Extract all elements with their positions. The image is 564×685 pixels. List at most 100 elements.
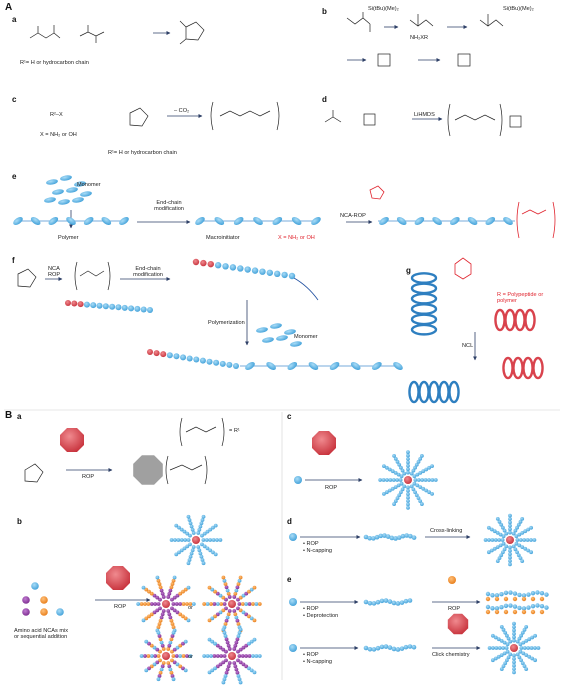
residue-dot	[174, 602, 179, 606]
monomer-bead	[74, 181, 86, 187]
residue-dot	[514, 541, 519, 546]
residue-dot	[406, 453, 410, 458]
residue-dot	[180, 354, 187, 361]
residue-dot	[144, 668, 149, 673]
residue-dot	[512, 667, 516, 671]
residue-dot	[404, 533, 410, 538]
residue-dot	[215, 612, 220, 617]
monomer-bead	[311, 217, 321, 225]
residue-dot	[238, 647, 243, 652]
residue-dot	[207, 585, 212, 590]
residue-dot	[128, 305, 135, 312]
residue-dot	[186, 538, 191, 542]
residue-dot	[399, 481, 404, 486]
residue-dot	[207, 670, 212, 675]
residue-dot	[153, 350, 160, 357]
pegylated-chain-c	[147, 349, 239, 369]
residue-dot	[140, 306, 147, 313]
residue-dot	[408, 533, 413, 539]
residue-dot	[241, 662, 246, 667]
residue-dot	[161, 647, 166, 651]
residue-dot	[185, 544, 190, 549]
nca-ring-red	[369, 185, 385, 200]
residue-dot	[427, 465, 432, 470]
residue-dot	[218, 645, 223, 650]
residue-dot	[427, 478, 431, 482]
residue-dot	[235, 585, 240, 590]
residue-dot	[158, 606, 162, 611]
residue-dot	[521, 640, 526, 645]
silyl-label-1: Si(tBu)(Me)₂	[368, 6, 399, 12]
step2-e: NCA-ROP	[340, 213, 366, 219]
residue-dot	[158, 585, 163, 590]
residue-dot	[379, 598, 385, 604]
monomer-bead	[396, 217, 407, 225]
residue-dot	[495, 559, 500, 564]
residue-dot	[31, 582, 39, 590]
residue-dot	[387, 645, 393, 650]
residue-dot	[527, 654, 532, 659]
residue-dot	[236, 674, 241, 678]
monomer-bead	[290, 341, 302, 347]
residue-dot	[391, 600, 397, 606]
residue-dot	[406, 505, 410, 510]
residue-dot	[241, 610, 246, 615]
r-def-g: R = Polypeptide or polymer	[497, 292, 544, 305]
residue-dot	[56, 608, 64, 616]
residue-dot	[149, 664, 154, 669]
residue-dot	[181, 641, 185, 646]
residue-dot	[244, 643, 249, 648]
r1-note-c: R¹= H or hydrocarbon chain	[108, 150, 177, 156]
ncap-b-d: • N-capping	[303, 548, 333, 554]
residue-dot	[520, 630, 525, 635]
rop-b-e-3: • ROP	[303, 652, 319, 658]
residue-dot	[406, 463, 410, 468]
residue-dot	[147, 307, 153, 313]
residue-dot	[504, 531, 509, 536]
panel-a-f-nca	[17, 261, 111, 291]
red-octagon-core-c	[312, 431, 336, 455]
residue-dot	[503, 609, 509, 615]
residue-dot	[186, 585, 191, 590]
residue-dot	[236, 606, 240, 611]
residue-dot	[391, 478, 396, 482]
residue-dot	[497, 519, 502, 524]
residue-dot	[175, 593, 180, 598]
residue-dot	[544, 605, 549, 610]
residue-dot	[502, 547, 507, 552]
residue-dot	[149, 654, 154, 658]
residue-dot	[249, 668, 254, 673]
section-label-A: A	[5, 2, 13, 13]
residue-dot	[397, 535, 402, 540]
monomer-bead	[414, 217, 425, 225]
residue-dot	[505, 649, 510, 654]
monomer-bead	[66, 187, 78, 193]
residue-dot	[494, 646, 499, 650]
residue-dot	[497, 556, 502, 561]
residue-dot	[224, 618, 229, 623]
residue-dot	[522, 627, 527, 632]
residue-dot	[505, 658, 509, 663]
residue-dot	[215, 602, 220, 606]
residue-dot	[157, 634, 162, 638]
residue-dot	[160, 643, 165, 648]
residue-dot	[147, 589, 151, 594]
panel-label-b-b: b	[17, 517, 22, 526]
residue-dot	[483, 538, 488, 542]
residue-dot	[170, 582, 175, 586]
residue-dot	[518, 642, 523, 647]
residue-dot	[413, 478, 418, 482]
residue-dot	[102, 303, 109, 310]
residue-dot	[161, 595, 166, 599]
residue-dot	[517, 592, 522, 598]
residue-dot	[211, 550, 215, 555]
residue-dot	[226, 643, 231, 648]
residue-dot	[179, 548, 184, 553]
residue-dot	[166, 609, 171, 613]
star-4	[202, 627, 262, 685]
panel-label-a: a	[12, 15, 17, 24]
residue-dot	[77, 301, 84, 308]
nca-seed-dots	[22, 582, 64, 616]
residue-dot	[212, 602, 217, 606]
residue-dot	[493, 635, 498, 640]
